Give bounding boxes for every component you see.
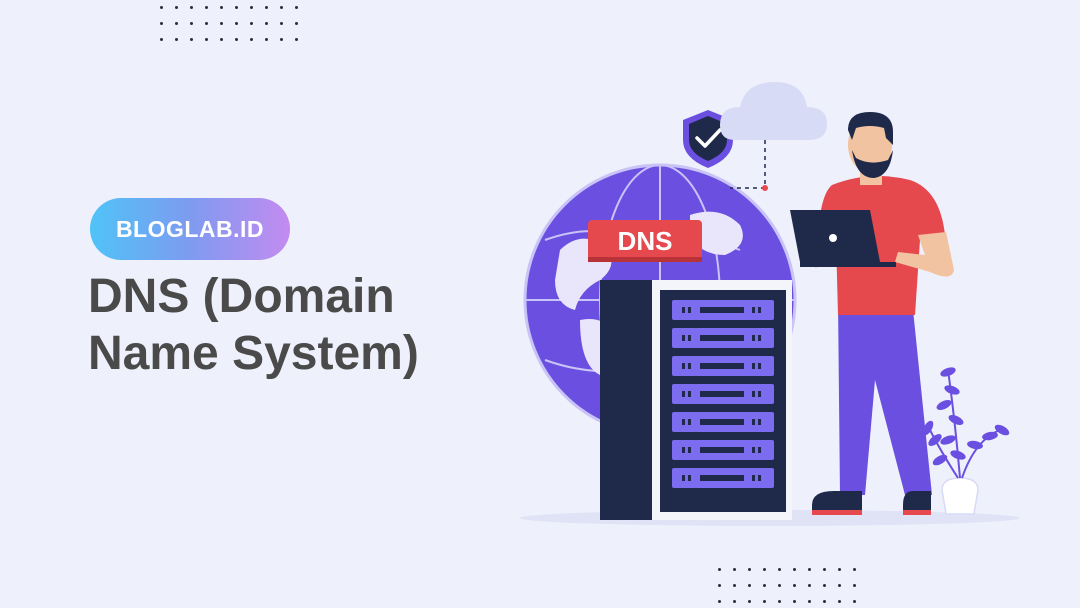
dot <box>718 568 721 571</box>
dot <box>250 22 253 25</box>
dot <box>280 38 283 41</box>
dot <box>763 600 766 603</box>
dot <box>733 568 736 571</box>
dot <box>220 6 223 9</box>
title-line-1: DNS (Domain <box>88 270 395 323</box>
dot <box>793 600 796 603</box>
dot <box>175 38 178 41</box>
dot <box>280 22 283 25</box>
dot <box>778 584 781 587</box>
dot <box>220 38 223 41</box>
dot <box>250 38 253 41</box>
dot <box>280 6 283 9</box>
dot <box>793 584 796 587</box>
dot <box>718 584 721 587</box>
dot <box>748 568 751 571</box>
leaf <box>994 424 1010 436</box>
dot <box>190 38 193 41</box>
leaf <box>967 440 983 450</box>
dot <box>235 22 238 25</box>
dot <box>265 6 268 9</box>
dns-sign-label: DNS <box>618 226 673 256</box>
dot <box>823 568 826 571</box>
leaf <box>982 431 998 441</box>
leaf <box>928 434 942 446</box>
dot <box>190 6 193 9</box>
person-figure <box>790 112 954 515</box>
dns-illustration: DNS <box>520 82 1020 526</box>
server-unit <box>672 384 774 404</box>
brand-badge: BLOGLAB.ID <box>90 198 290 260</box>
dot <box>160 38 163 41</box>
leaf <box>940 367 956 377</box>
leaf <box>940 435 956 445</box>
leaf <box>936 400 952 410</box>
dot <box>778 600 781 603</box>
dot <box>295 22 298 25</box>
dot <box>175 22 178 25</box>
server-unit <box>672 300 774 320</box>
server-rack-icon <box>600 280 792 520</box>
dot <box>853 584 856 587</box>
dot <box>778 568 781 571</box>
dot <box>793 568 796 571</box>
title-line-2: Name System) <box>88 327 419 380</box>
dot <box>250 6 253 9</box>
dot <box>190 22 193 25</box>
dot <box>220 22 223 25</box>
brand-badge-label: BLOGLAB.ID <box>115 215 265 242</box>
dot <box>235 38 238 41</box>
server-unit <box>672 328 774 348</box>
dot <box>808 600 811 603</box>
dot <box>808 568 811 571</box>
dot <box>205 38 208 41</box>
dot <box>823 584 826 587</box>
cloud-icon <box>720 82 827 191</box>
dot <box>733 584 736 587</box>
dot <box>748 600 751 603</box>
dot <box>265 22 268 25</box>
dot <box>295 38 298 41</box>
dot <box>160 6 163 9</box>
dot <box>205 22 208 25</box>
dot <box>853 568 856 571</box>
dot <box>175 6 178 9</box>
dot <box>808 584 811 587</box>
server-unit <box>672 440 774 460</box>
decorative-dots-bottom <box>718 568 856 603</box>
dot <box>748 584 751 587</box>
leaf <box>950 450 966 460</box>
dot <box>838 600 841 603</box>
leaf <box>948 415 964 425</box>
dot <box>763 568 766 571</box>
dot <box>235 6 238 9</box>
dot <box>763 584 766 587</box>
dot <box>295 6 298 9</box>
plant-icon <box>922 367 1010 515</box>
dot <box>853 600 856 603</box>
dot <box>718 600 721 603</box>
dot <box>838 584 841 587</box>
server-unit <box>672 468 774 488</box>
dot <box>205 6 208 9</box>
leaf <box>922 420 934 436</box>
server-unit <box>672 356 774 376</box>
page-title: DNS (Domain Name System) <box>88 268 508 382</box>
leaf <box>944 385 960 395</box>
dot <box>733 600 736 603</box>
dot <box>265 38 268 41</box>
dns-sign: DNS <box>588 220 702 262</box>
dot <box>823 600 826 603</box>
dot <box>160 22 163 25</box>
decorative-dots-top <box>160 6 298 41</box>
dot <box>838 568 841 571</box>
server-unit <box>672 412 774 432</box>
leaf <box>932 454 948 466</box>
